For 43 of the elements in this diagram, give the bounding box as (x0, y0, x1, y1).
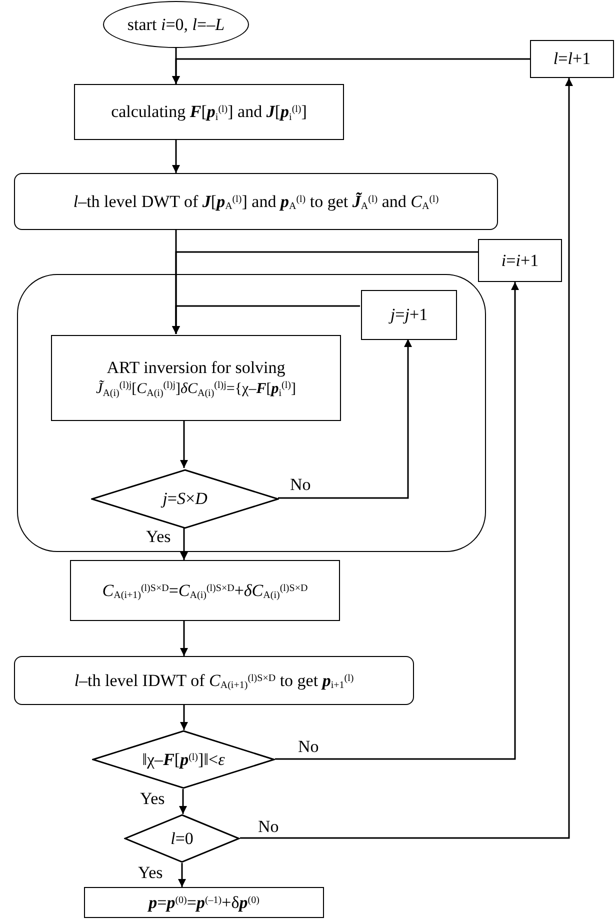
edge-label: Yes (136, 864, 165, 881)
process-box (361, 290, 457, 340)
decision-diamond (92, 730, 275, 789)
loop-container (17, 274, 486, 552)
node-text: l=0 (170, 828, 194, 850)
edge-label: Yes (144, 528, 173, 545)
process-box (478, 239, 562, 282)
process-box (51, 335, 341, 421)
rounded-process-box (14, 656, 414, 705)
start-ellipse (103, 1, 249, 48)
arrow (180, 705, 188, 730)
edge-label: Yes (138, 790, 167, 807)
arrow (180, 420, 188, 468)
node-text: j=S×D (162, 488, 208, 510)
rounded-process-box (14, 173, 498, 230)
box-heading: ART inversion for solving (106, 357, 286, 379)
node-text: J̃$_{A(i)}$$^{(l)j}$[C$_{A(i)}$$^{(l)j}$]δC$_{A(i)}$$^{(l)j}$={χ–F[p$_{i}$$^{(l)}$] (96, 379, 296, 400)
arrow (172, 305, 360, 334)
edge-label: No (288, 476, 313, 493)
process-box (74, 84, 344, 140)
arrow (275, 282, 519, 760)
process-box (84, 887, 324, 918)
arrow (240, 78, 573, 839)
edge-label: No (296, 738, 321, 755)
node-text: start i=0, l=–L (127, 14, 225, 36)
decision-diamond (91, 469, 279, 529)
node-text: ‖χ–F[p$^{(l)}$]‖<ε (142, 748, 225, 771)
process-box (70, 560, 340, 621)
edge-label: No (256, 818, 281, 835)
arrow (172, 140, 180, 173)
arrow (179, 789, 187, 814)
node-text: i=i+1 (501, 250, 539, 272)
arrow (172, 58, 530, 84)
decision-diamond (124, 814, 240, 863)
arrow (178, 863, 186, 887)
arrow (278, 339, 412, 499)
process-box (530, 40, 614, 78)
arrow (180, 528, 188, 560)
node-text: j=j+1 (390, 304, 428, 326)
arrow (180, 621, 188, 656)
node-text: p=p$^{(0)}$=p$^{(–1)}$+δp$^{(0)}$ (148, 892, 260, 914)
node-text: l=l+1 (553, 48, 591, 70)
node-text: calculating F[p$_{i}$$^{(l)}$] and J[p$_{i}$$^{(l)}$] (111, 101, 307, 124)
